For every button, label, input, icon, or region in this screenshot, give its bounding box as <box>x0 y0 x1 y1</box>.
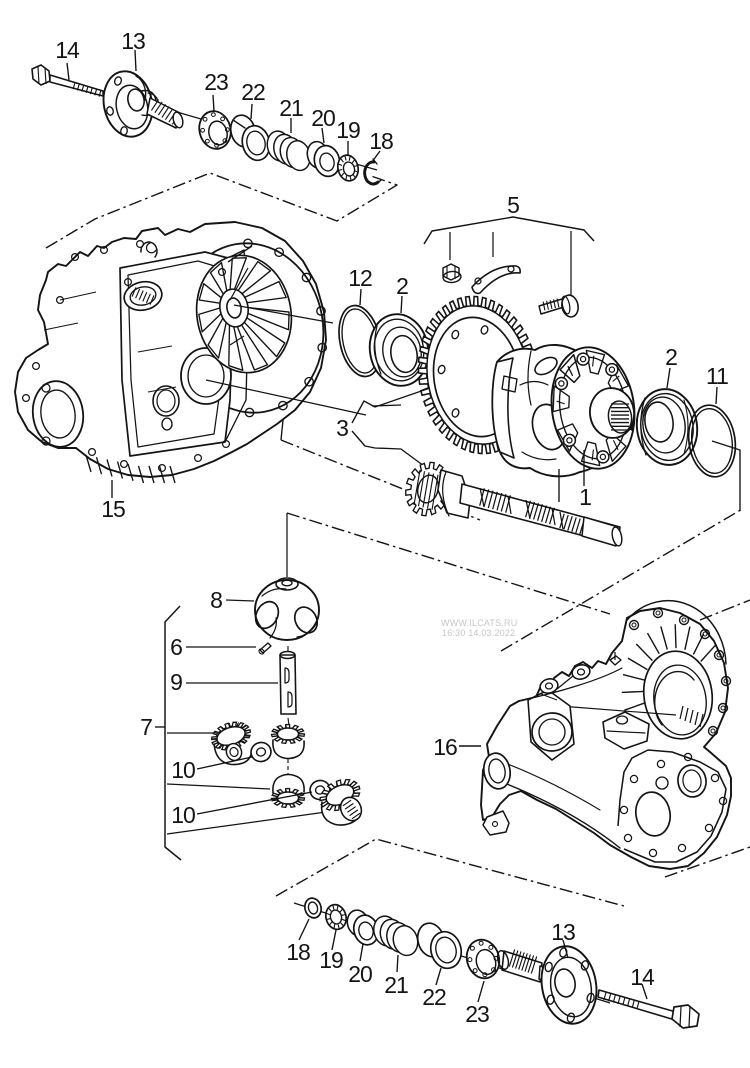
svg-text:20: 20 <box>348 961 372 987</box>
svg-text:6: 6 <box>170 634 182 660</box>
svg-text:1: 1 <box>579 484 591 510</box>
svg-text:5: 5 <box>507 192 519 218</box>
svg-text:2: 2 <box>665 344 677 370</box>
svg-text:11: 11 <box>706 363 728 389</box>
svg-text:23: 23 <box>465 1001 489 1027</box>
svg-text:3: 3 <box>336 415 348 441</box>
svg-text:19: 19 <box>336 117 360 143</box>
svg-text:16: 16 <box>433 734 457 760</box>
svg-text:2: 2 <box>396 273 408 299</box>
svg-text:22: 22 <box>422 984 446 1010</box>
svg-text:18: 18 <box>286 939 310 965</box>
svg-text:22: 22 <box>241 79 265 105</box>
svg-text:23: 23 <box>204 69 228 95</box>
svg-text:8: 8 <box>210 587 222 613</box>
svg-text:WWW.ILCATS.RU: WWW.ILCATS.RU <box>441 618 517 628</box>
svg-text:10: 10 <box>171 802 195 828</box>
svg-text:20: 20 <box>311 105 335 131</box>
svg-text:15: 15 <box>101 496 125 522</box>
svg-text:13: 13 <box>121 28 145 54</box>
svg-text:16:30 14.03.2022: 16:30 14.03.2022 <box>442 628 515 638</box>
svg-text:9: 9 <box>170 669 182 695</box>
svg-text:12: 12 <box>348 265 372 291</box>
svg-text:7: 7 <box>140 714 152 740</box>
svg-text:21: 21 <box>384 972 408 998</box>
svg-text:10: 10 <box>171 757 195 783</box>
svg-text:18: 18 <box>369 128 393 154</box>
svg-text:19: 19 <box>319 947 343 973</box>
svg-text:21: 21 <box>279 95 303 121</box>
svg-text:14: 14 <box>55 37 80 63</box>
